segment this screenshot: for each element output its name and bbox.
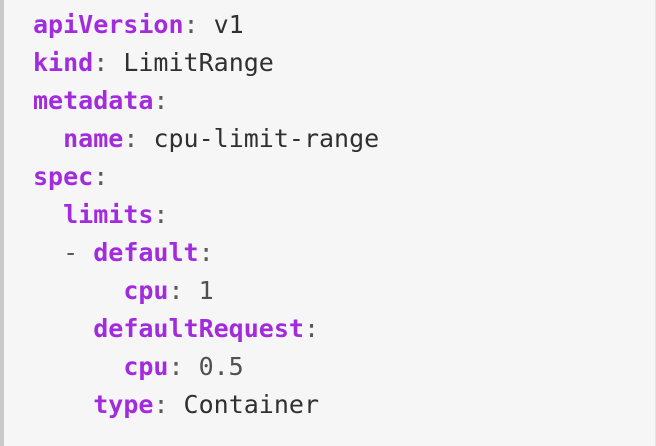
yaml-colon: : bbox=[123, 124, 139, 153]
yaml-colon: : bbox=[153, 200, 169, 229]
code-line: cpu: 0.5 bbox=[33, 348, 655, 386]
yaml-value: Container bbox=[168, 390, 320, 419]
code-line: limits: bbox=[33, 196, 655, 234]
yaml-colon: : bbox=[93, 162, 109, 191]
yaml-colon: : bbox=[168, 352, 184, 381]
code-line: kind: LimitRange bbox=[33, 44, 655, 82]
list-dash: - bbox=[63, 238, 94, 267]
line-indent bbox=[33, 314, 93, 343]
yaml-key: defaultRequest bbox=[93, 314, 304, 343]
yaml-colon: : bbox=[153, 86, 169, 115]
code-line: type: Container bbox=[33, 386, 655, 424]
yaml-colon: : bbox=[198, 238, 214, 267]
yaml-key: apiVersion bbox=[33, 10, 184, 39]
code-line: cpu: 1 bbox=[33, 272, 655, 310]
yaml-value: cpu-limit-range bbox=[138, 124, 380, 153]
yaml-value: 1 bbox=[183, 276, 214, 305]
line-indent bbox=[33, 238, 63, 267]
code-line: - default: bbox=[33, 234, 655, 272]
yaml-colon: : bbox=[303, 314, 319, 343]
yaml-key: metadata bbox=[33, 86, 154, 115]
yaml-key: name bbox=[63, 124, 124, 153]
yaml-colon: : bbox=[153, 390, 169, 419]
line-indent bbox=[33, 276, 123, 305]
yaml-value: 0.5 bbox=[183, 352, 244, 381]
line-indent bbox=[33, 200, 63, 229]
line-indent bbox=[33, 390, 93, 419]
yaml-key: cpu bbox=[123, 352, 169, 381]
yaml-key: type bbox=[93, 390, 154, 419]
code-line: apiVersion: v1 bbox=[33, 6, 655, 44]
yaml-value: LimitRange bbox=[108, 48, 274, 77]
yaml-key: limits bbox=[63, 200, 154, 229]
yaml-value: v1 bbox=[198, 10, 244, 39]
code-line: metadata: bbox=[33, 82, 655, 120]
yaml-key: spec bbox=[33, 162, 94, 191]
line-indent bbox=[33, 124, 63, 153]
yaml-key: kind bbox=[33, 48, 94, 77]
yaml-key: default bbox=[93, 238, 199, 267]
yaml-colon: : bbox=[168, 276, 184, 305]
code-line: defaultRequest: bbox=[33, 310, 655, 348]
line-indent bbox=[33, 352, 123, 381]
yaml-colon: : bbox=[183, 10, 199, 39]
code-line: name: cpu-limit-range bbox=[33, 120, 655, 158]
yaml-colon: : bbox=[93, 48, 109, 77]
yaml-key: cpu bbox=[123, 276, 169, 305]
code-line: spec: bbox=[33, 158, 655, 196]
